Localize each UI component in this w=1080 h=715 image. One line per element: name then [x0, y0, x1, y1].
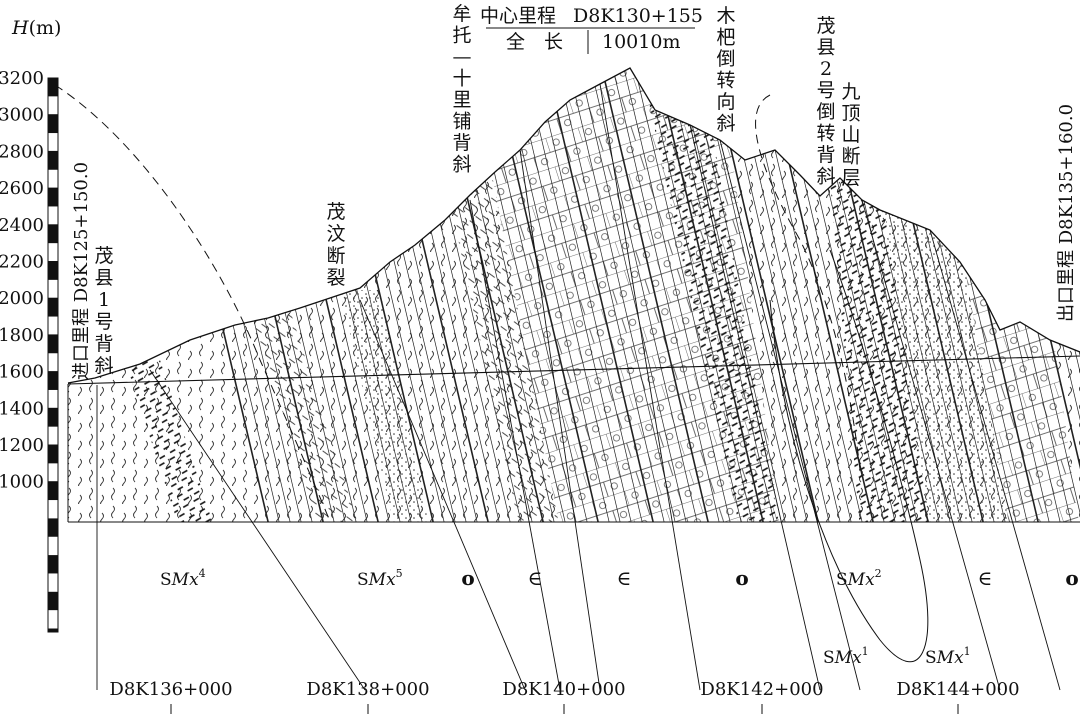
y-tick-label: 1800: [0, 325, 44, 346]
axis-title: H(m): [11, 17, 61, 39]
structure-label-char: 转: [716, 70, 735, 92]
structure-label-char: 斜: [716, 113, 735, 135]
structure-label-char: 牟: [452, 3, 471, 25]
y-tick-label: 3000: [0, 105, 44, 126]
anticline-ellipse: [769, 249, 929, 663]
elevation-axis: 3200 3000 2800 2600 2400 2200 2000 1800 1600 1400…: [0, 68, 58, 493]
structure-label-char: 顶: [841, 103, 860, 125]
structure-label-char: 托: [452, 25, 471, 47]
y-tick-label: 2400: [0, 215, 44, 236]
total-length-value: 10010m: [602, 31, 680, 53]
structure-label-char: 斜: [816, 166, 835, 188]
structure-label-char: 号: [94, 311, 113, 333]
formation-label: SMx4: [160, 567, 206, 590]
mileage-label: D8K140+000: [502, 679, 625, 700]
y-tick-label: 1000: [0, 472, 44, 493]
center-mileage-label: 中心里程: [480, 5, 556, 27]
formation-label: o: [1065, 566, 1078, 590]
entry-mileage: 进口里程 D8K125+150.0: [71, 162, 92, 380]
y-tick-label: 1400: [0, 398, 44, 419]
mileage-label: D8K144+000: [896, 679, 1019, 700]
structure-label-char: 背: [452, 132, 471, 154]
structure-label-char: 号: [816, 80, 835, 102]
anticline-trace-1: [54, 84, 331, 523]
structure-label-char: 杷: [716, 27, 735, 49]
structure-label-char: 斜: [452, 154, 471, 176]
structure-label-char: 倒: [716, 48, 735, 70]
tunnel-line: [67, 355, 1080, 385]
structure-label-char: 木: [716, 5, 735, 27]
projection-lines: [96, 83, 1061, 691]
y-tick-label: 2600: [0, 178, 44, 199]
structure-label-char: 背: [94, 333, 113, 355]
structure-label-char: 转: [816, 123, 835, 145]
structure-label-char: 里: [452, 89, 471, 111]
formation-label: SMx2: [836, 567, 882, 590]
structure-label-char: 十: [452, 68, 471, 90]
formation-label: o: [735, 566, 748, 590]
structure-label-char: 断: [841, 146, 860, 168]
formation-label: SMx5: [357, 567, 403, 590]
y-tick-label: 2800: [0, 141, 44, 162]
structure-label-char: 层: [841, 167, 860, 189]
mileage-label: D8K136+000: [109, 679, 232, 700]
formation-label: ∈: [528, 566, 543, 590]
y-tick-label: 2200: [0, 252, 44, 273]
exit-mileage: 出口里程 D8K135+160.0: [1056, 104, 1077, 322]
formation-label: SMx1: [823, 645, 869, 668]
structure-label-char: 茂: [326, 201, 345, 223]
formation-label: SMx1: [925, 645, 971, 668]
structure-label-char: 九: [841, 81, 860, 103]
center-mileage-value: D8K130+155: [573, 5, 703, 27]
mileage-labels: D8K136+000 D8K138+000 D8K140+000 D8K142+000…: [109, 679, 1020, 714]
tunnel-summary: 中心里程 D8K130+155 全 长 10010m: [480, 5, 703, 54]
structure-label-char: 裂: [326, 267, 345, 289]
y-tick-label: 1200: [0, 435, 44, 456]
anticline-trace-2: [755, 94, 861, 471]
structure-label-char: 斜: [94, 355, 113, 377]
formation-label: ∈: [617, 566, 632, 590]
structure-label-char: 茂: [94, 245, 113, 267]
formation-label: ∈: [978, 566, 993, 590]
structure-label-char: —: [453, 46, 472, 68]
strata-fill: [68, 68, 1080, 522]
structure-label-char: 倒: [816, 101, 835, 123]
mileage-label: D8K142+000: [700, 679, 823, 700]
y-tick-label: 3200: [0, 68, 44, 89]
total-length-label: 全 长: [506, 31, 563, 53]
y-tick-label: 2000: [0, 288, 44, 309]
structure-label-char: 汶: [326, 223, 345, 245]
structure-label-char: 1: [98, 289, 110, 311]
structure-label-char: 县: [816, 37, 835, 59]
structure-label-char: 断: [326, 245, 345, 267]
structure-label-char: 县: [94, 267, 113, 289]
structure-label-char: 向: [716, 91, 735, 113]
scale-bar: [47, 77, 59, 633]
formation-label: o: [461, 566, 474, 590]
mileage-label: D8K138+000: [306, 679, 429, 700]
structure-label-char: 2: [820, 58, 832, 80]
structure-label-char: 铺: [452, 111, 471, 133]
structure-label-char: 背: [816, 144, 835, 166]
structure-label-char: 山: [841, 124, 860, 146]
y-tick-label: 1600: [0, 362, 44, 383]
structure-label-char: 茂: [816, 15, 835, 37]
